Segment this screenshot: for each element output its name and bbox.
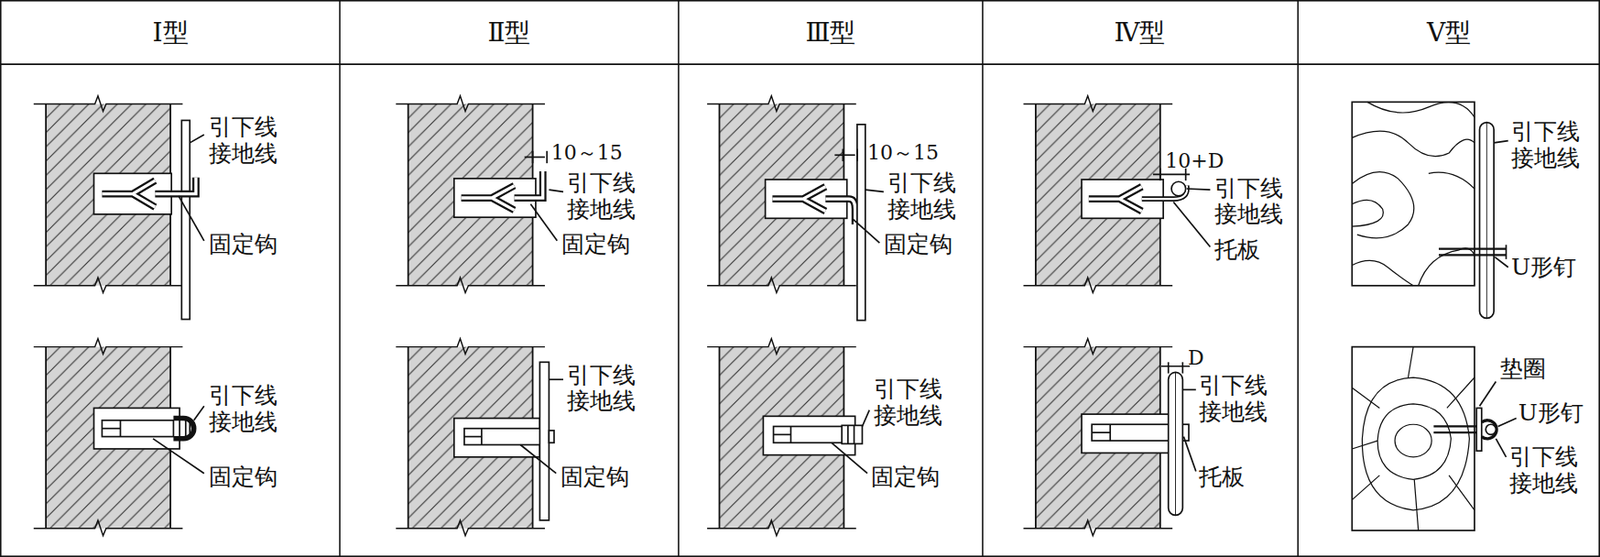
dimension-label: 10～15 [867, 141, 939, 164]
part-label: 托板 [1198, 464, 1245, 491]
column-header: Ⅱ型 [487, 18, 531, 48]
column-header: Ⅴ型 [1426, 18, 1471, 48]
part-label: 引下线 接地线 [887, 170, 964, 224]
part-label: 垫圈 [1500, 356, 1546, 383]
part-label: 固定钩 [561, 231, 631, 259]
dimension-label: 10+D [1164, 149, 1224, 173]
dimension-label: 10～15 [551, 141, 623, 164]
part-label: 引下线 接地线 [1511, 119, 1588, 173]
part-label: 引下线 接地线 [1214, 175, 1291, 229]
fixing-parts [94, 101, 1517, 531]
part-label: 固定钩 [208, 464, 278, 491]
part-label: 固定钩 [208, 231, 278, 259]
part-label: 引下线 接地线 [208, 382, 285, 436]
part-label: 引下线 接地线 [1509, 444, 1586, 498]
part-label: U形钉 [1518, 400, 1584, 427]
part-label: 固定钩 [883, 231, 953, 259]
part-label: 托板 [1214, 237, 1261, 264]
part-label: 引下线 接地线 [566, 170, 643, 224]
part-label: 引下线 接地线 [873, 376, 950, 430]
part-label: 引下线 接地线 [208, 114, 285, 168]
column-header: Ⅲ型 [805, 18, 856, 48]
column-header: Ⅰ型 [152, 18, 189, 48]
column-header: Ⅳ型 [1114, 18, 1166, 48]
part-label: 固定钩 [560, 464, 630, 491]
dimension-label: D [1187, 346, 1205, 370]
part-label: 固定钩 [870, 464, 940, 491]
part-label: 引下线 接地线 [566, 362, 643, 416]
part-label: U形钉 [1511, 254, 1577, 282]
part-label: 引下线 接地线 [1198, 372, 1275, 426]
